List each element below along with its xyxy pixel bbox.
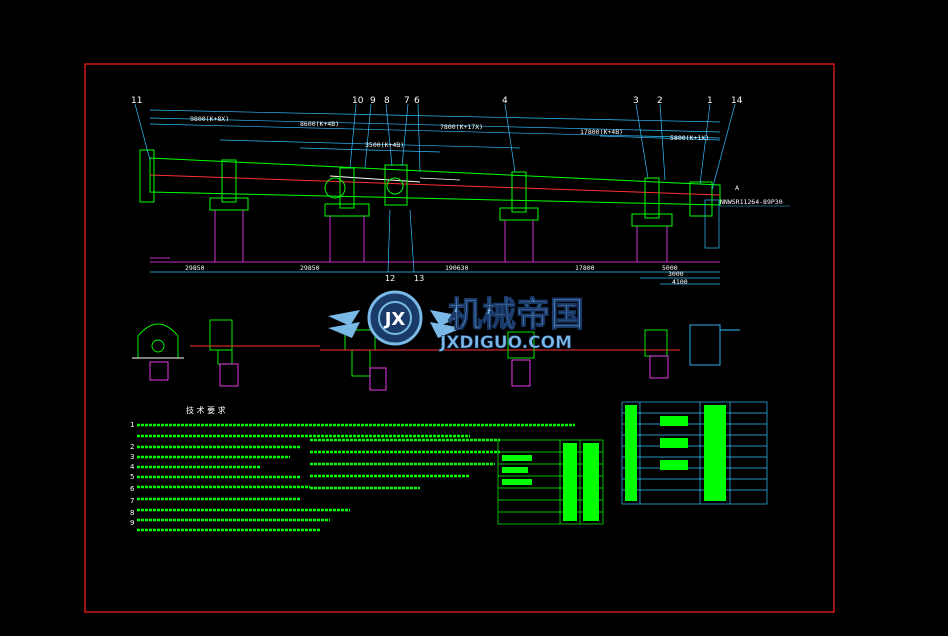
watermark: JX 机械帝国 JXDIGUO.COM bbox=[328, 290, 585, 353]
gear-logo-icon bbox=[367, 290, 423, 346]
leader-10: 10 bbox=[352, 96, 364, 106]
svg-text:5800(K+1X): 5800(K+1X) bbox=[670, 134, 709, 142]
leader-1: 1 bbox=[707, 96, 713, 106]
svg-text:5000: 5000 bbox=[662, 264, 678, 272]
support-stations bbox=[139, 149, 713, 227]
parameter-table-fill bbox=[502, 443, 599, 521]
main-elevation-view: 11 10 9 8 7 6 4 3 2 1 14 9800(K+8X) 8600… bbox=[131, 96, 790, 286]
title-block bbox=[621, 401, 768, 505]
drawing-border bbox=[84, 63, 835, 613]
section-view-4 bbox=[507, 331, 535, 387]
svg-text:4100: 4100 bbox=[672, 278, 688, 286]
leader-12: 12 bbox=[385, 274, 395, 283]
svg-text:29850: 29850 bbox=[300, 264, 320, 272]
leader-11: 11 bbox=[131, 96, 142, 106]
leader-8: 8 bbox=[384, 96, 390, 106]
leader-numbers: 11 10 9 8 7 6 4 3 2 1 14 bbox=[131, 96, 743, 106]
svg-text:17800(K+4B): 17800(K+4B) bbox=[580, 128, 623, 136]
wing-left-icon bbox=[328, 310, 360, 338]
leader-lines bbox=[134, 103, 736, 191]
logo-letters: JX bbox=[383, 309, 406, 330]
svg-text:6: 6 bbox=[130, 485, 135, 493]
svg-text:3000: 3000 bbox=[668, 270, 684, 278]
leader-9: 9 bbox=[370, 96, 376, 106]
bottom-dimension-texts: 29850 29850 190630 17800 5000 3000 4100 bbox=[185, 264, 688, 286]
section-view-right bbox=[644, 324, 740, 379]
svg-text:4: 4 bbox=[130, 463, 135, 471]
leader-14: 14 bbox=[731, 96, 743, 106]
svg-text:9800(K+8X): 9800(K+8X) bbox=[190, 115, 229, 123]
svg-text:7: 7 bbox=[130, 497, 134, 505]
svg-text:3500(K+4B): 3500(K+4B) bbox=[365, 141, 404, 149]
note-numbers: 1 2 3 4 5 6 7 8 9 bbox=[130, 421, 135, 527]
pier-foundations bbox=[150, 210, 720, 263]
section-view-3 bbox=[320, 329, 680, 391]
section-view-2 bbox=[190, 319, 320, 387]
kiln-shell bbox=[149, 157, 721, 206]
svg-text:17800: 17800 bbox=[575, 264, 595, 272]
bottom-dimensions bbox=[150, 271, 720, 285]
watermark-title: 机械帝国 bbox=[448, 295, 584, 335]
leader-3: 3 bbox=[633, 96, 639, 106]
svg-text:8: 8 bbox=[130, 509, 134, 517]
callout-letter-a: A bbox=[735, 185, 740, 192]
leader-4: 4 bbox=[502, 96, 508, 106]
gear-ring-line bbox=[329, 175, 421, 183]
svg-text:5: 5 bbox=[130, 473, 134, 481]
watermark-url: JXDIGUO.COM bbox=[439, 333, 572, 353]
leader-6: 6 bbox=[414, 96, 420, 106]
right-callout-text: NNWSR11264-89P30 bbox=[720, 198, 783, 206]
svg-text:3: 3 bbox=[130, 453, 134, 461]
title-block-fill bbox=[625, 405, 726, 501]
svg-text:2: 2 bbox=[130, 443, 134, 451]
svg-text:190630: 190630 bbox=[445, 264, 469, 272]
top-dimension-texts: 9800(K+8X) 8600(K+4B) 7800(K+17X) 3500(K… bbox=[190, 115, 709, 149]
note-text-lines bbox=[137, 423, 575, 532]
section-view-left bbox=[132, 323, 184, 381]
technical-notes: 技 术 要 求 1 2 3 4 5 6 7 8 9 bbox=[130, 405, 575, 532]
wing-right-icon bbox=[430, 310, 462, 338]
leader-13: 13 bbox=[414, 274, 424, 283]
leader-7: 7 bbox=[404, 96, 410, 106]
leader-2: 2 bbox=[657, 96, 663, 106]
notes-heading: 技 术 要 求 bbox=[186, 405, 226, 415]
svg-text:7800(K+17X): 7800(K+17X) bbox=[440, 123, 483, 131]
svg-text:8600(K+4B): 8600(K+4B) bbox=[300, 120, 339, 128]
top-dimension-lines bbox=[149, 109, 721, 153]
svg-text:29850: 29850 bbox=[185, 264, 205, 272]
svg-text:1: 1 bbox=[130, 421, 134, 429]
svg-text:9: 9 bbox=[130, 519, 134, 527]
kiln-center-axis bbox=[149, 174, 721, 196]
